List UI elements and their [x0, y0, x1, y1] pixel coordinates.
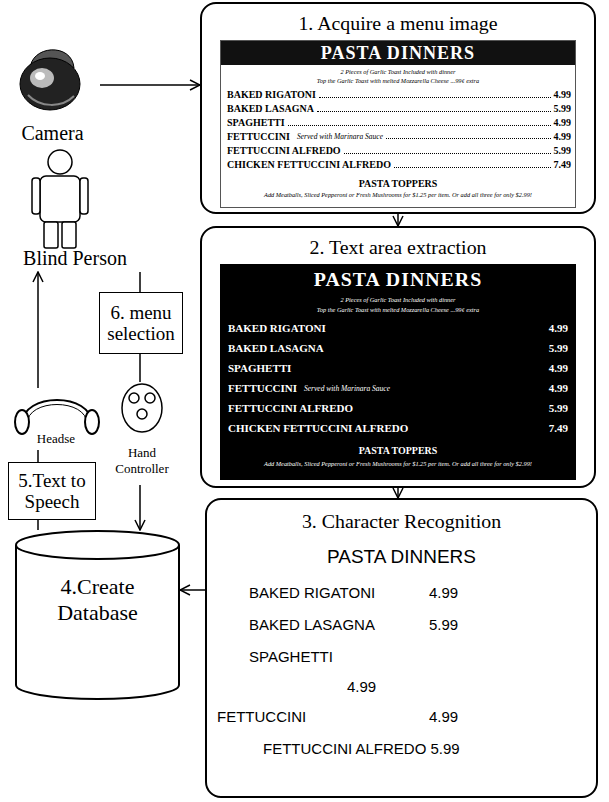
menu-text: Add Meatballs, Sliced Pepperoni or Fresh… [221, 191, 575, 199]
controller-node: HandController [102, 382, 182, 485]
recognized-text: 4.99 [429, 708, 458, 726]
label-text: Headse [37, 431, 75, 447]
menu-text: 5.99 [549, 342, 568, 355]
menu-text: 4.99 [554, 89, 572, 101]
extracted-menu-image: PASTA DINNERS 2 Pieces of Garlic Toast In… [220, 264, 576, 480]
menu-text: PASTA TOPPERS [221, 177, 575, 190]
flow-arrow [397, 488, 399, 498]
menu-text: PASTA TOPPERS [220, 444, 576, 457]
menu-text: 5.99 [554, 145, 572, 157]
menu-text: 5.99 [549, 402, 568, 415]
recognized-text: 4.99 [429, 584, 458, 602]
menu-text: PASTA DINNERS [221, 41, 575, 65]
box-title: 1. Acquire a menu image [202, 10, 594, 36]
menu-text: 7.49 [554, 159, 572, 171]
dot-leader [394, 167, 551, 168]
menu-text: 7.49 [549, 422, 568, 435]
dot-leader [386, 138, 551, 139]
label-text: Controller [115, 461, 168, 477]
menu-text: 4.99 [549, 362, 568, 375]
menu-text: BAKED LASAGNA [227, 103, 314, 115]
flow-arrow [37, 520, 39, 530]
menu-text: 2 Pieces of Garlic Toast Included with d… [220, 296, 576, 304]
database-cylinder: 4.Create Database [15, 530, 180, 700]
box-title: 2. Text area extraction [202, 234, 594, 260]
headset-node: Headse [12, 388, 100, 450]
menu-text: Served with Marinara Sauce [297, 132, 383, 142]
flow-arrow [37, 272, 39, 388]
camera-node: Camera [5, 40, 100, 148]
recognized-text: FETTUCCINI ALFREDO 5.99 [263, 740, 460, 758]
menu-text: BAKED RIGATONI [228, 322, 326, 335]
menu-text: BAKED LASAGNA [228, 342, 324, 355]
label-text: 4.Create Database [18, 574, 177, 626]
camera-icon [20, 50, 80, 110]
menu-text: 4.99 [554, 131, 572, 143]
recognized-text: 4.99 [347, 678, 376, 696]
menu-text: FETTUCCINI [227, 131, 290, 143]
process-box: 1. Acquire a menu imagePASTA DINNERS 2 Pi… [200, 2, 596, 214]
label-text: 6. menu selection [103, 302, 179, 344]
menu-image: PASTA DINNERS 2 Pieces of Garlic Toast In… [220, 40, 576, 208]
menu-text: FETTUCCINI [228, 382, 297, 395]
recognized-text: BAKED RIGATONI [249, 584, 375, 602]
menu-text: 4.99 [549, 382, 568, 395]
flow-arrow [139, 272, 141, 292]
recognized-text: FETTUCCINI [217, 708, 306, 726]
menu-text: 4.99 [549, 322, 568, 335]
dot-leader [319, 97, 551, 98]
process-box: 6. menu selection [99, 292, 183, 354]
headset-icon [15, 400, 99, 434]
recognized-text: BAKED LASAGNA [249, 616, 375, 634]
menu-text: BAKED RIGATONI [227, 89, 316, 101]
menu-text: 2 Pieces of Garlic Toast Included with d… [221, 68, 575, 76]
label-text: 5.Text to Speech [12, 470, 92, 512]
flow-arrow [139, 485, 141, 530]
flow-arrow [100, 84, 200, 86]
label-text: Camera [21, 122, 83, 145]
menu-text: FETTUCCINI ALFREDO [228, 402, 353, 415]
process-box: 2. Text area extractionPASTA DINNERS 2 Pi… [200, 226, 596, 488]
menu-text: CHICKEN FETTUCCINI ALFREDO [228, 422, 408, 435]
dot-leader [344, 153, 551, 154]
hand-controller-icon [122, 384, 162, 432]
flow-arrow [180, 589, 205, 591]
person-node: Blind Person [0, 140, 150, 272]
label-text: Blind Person [23, 247, 127, 270]
box-title: 3. Character Recognition [207, 508, 596, 534]
menu-text: 5.99 [554, 103, 572, 115]
menu-text: SPAGHETTI [228, 362, 291, 375]
recognized-text: 5.99 [429, 616, 458, 634]
menu-text: CHICKEN FETTUCCINI ALFREDO [227, 159, 391, 171]
dot-leader [317, 111, 551, 112]
menu-text: PASTA DINNERS [220, 266, 576, 292]
menu-text: FETTUCCINI ALFREDO [227, 145, 341, 157]
menu-text: Top the Garlic Toast with melted Mozzare… [221, 77, 575, 85]
menu-text: Served with Marinara Sauce [304, 384, 390, 394]
flow-arrow [37, 450, 39, 462]
recognized-text: SPAGHETTI [249, 648, 333, 666]
dot-leader [288, 125, 551, 126]
cylinder-path [16, 531, 179, 699]
label-text: Hand [128, 445, 156, 461]
recognized-text: PASTA DINNERS [207, 544, 596, 569]
menu-text: Add Meatballs, Sliced Pepperoni or Fresh… [220, 460, 576, 468]
menu-text: 4.99 [554, 117, 572, 129]
process-box: 5.Text to Speech [8, 462, 96, 520]
menu-text: Top the Garlic Toast with melted Mozzare… [220, 306, 576, 314]
process-box: 3. Character RecognitionPASTA DINNERS BAK… [205, 498, 598, 798]
blind-person-figure [32, 150, 88, 248]
flow-arrow [139, 354, 141, 382]
menu-text: SPAGHETTI [227, 117, 285, 129]
flow-arrow [397, 214, 399, 226]
